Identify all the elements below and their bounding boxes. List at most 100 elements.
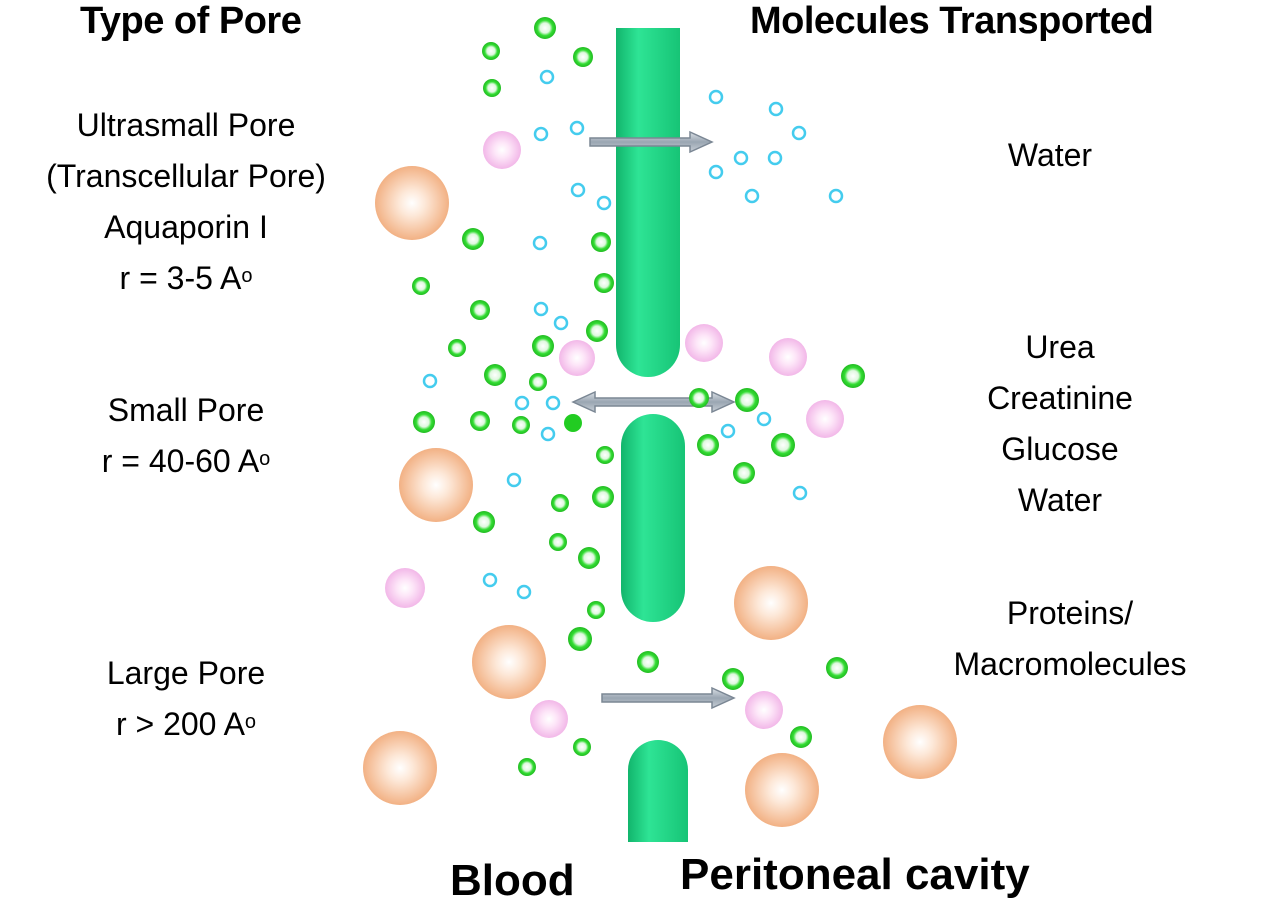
blue-particle (733, 150, 749, 166)
blue-particle (506, 472, 522, 488)
large-pore-label: Large Pore r > 200 Ao (0, 648, 372, 750)
green-particle (573, 47, 593, 67)
ultrasmall-pore-name: Ultrasmall Pore (76, 107, 296, 143)
large-pore-radius: r > 200 Ao (115, 706, 257, 742)
pink-particle (385, 568, 425, 608)
molecule-proteins: Proteins/ (1006, 595, 1134, 631)
large-pore-arrow (601, 686, 736, 710)
blue-particle (828, 188, 844, 204)
blue-particle (533, 126, 549, 142)
membrane-segment-middle (621, 414, 685, 622)
green-particle (637, 651, 659, 673)
green-particle (592, 486, 614, 508)
pink-particle (483, 131, 521, 169)
peach-particle (375, 166, 449, 240)
peach-particle (745, 753, 819, 827)
blue-particle (792, 485, 808, 501)
green-particle (594, 273, 614, 293)
ultrasmall-pore-alt-name: (Transcellular Pore) (46, 158, 326, 194)
green-particle (596, 446, 614, 464)
green-particle (512, 416, 530, 434)
large-pore-name: Large Pore (106, 655, 266, 691)
blue-particle (533, 301, 549, 317)
membrane (616, 28, 688, 842)
green-particle (470, 411, 490, 431)
green-particle (484, 364, 506, 386)
membrane-segment-bottom (628, 740, 688, 842)
blue-particle (720, 423, 736, 439)
green-particle (573, 738, 591, 756)
ultrasmall-molecules-label: Water (930, 130, 1170, 181)
pink-particle (745, 691, 783, 729)
molecules-transported-heading: Molecules Transported (750, 0, 1154, 42)
green-particle (587, 601, 605, 619)
blue-particle (532, 235, 548, 251)
blue-particle (768, 101, 784, 117)
blue-particle (791, 125, 807, 141)
small-pore-label: Small Pore r = 40-60 Ao (0, 385, 372, 487)
green-particle (841, 364, 865, 388)
green-particle (470, 300, 490, 320)
blue-particle (570, 182, 586, 198)
blue-particle (516, 584, 532, 600)
molecule-water: Water (1007, 137, 1093, 173)
peach-particle (883, 705, 957, 779)
large-molecules-label: Proteins/ Macromolecules (900, 588, 1240, 690)
ultrasmall-pore-arrow (589, 130, 714, 154)
green-particle (733, 462, 755, 484)
green-particle (697, 434, 719, 456)
small-pore-arrow (571, 390, 736, 414)
green-particle (735, 388, 759, 412)
green-particle (578, 547, 600, 569)
pink-particle (559, 340, 595, 376)
pink-particle (685, 324, 723, 362)
green-particle (722, 668, 744, 690)
green-particle (549, 533, 567, 551)
green-particle (826, 657, 848, 679)
peritoneal-cavity-label: Peritoneal cavity (680, 850, 1030, 899)
green-particle (551, 494, 569, 512)
small-pore-name: Small Pore (107, 392, 265, 428)
green-particle (586, 320, 608, 342)
particles (363, 17, 957, 827)
blue-particle (744, 188, 760, 204)
ultrasmall-pore-protein: Aquaporin I (104, 209, 268, 245)
green-particle (534, 17, 556, 39)
green-particle (529, 373, 547, 391)
peach-particle (363, 731, 437, 805)
blue-particle (708, 164, 724, 180)
green-particle (412, 277, 430, 295)
transport-arrows (571, 130, 736, 710)
green-particle (771, 433, 795, 457)
green-particle (568, 627, 592, 651)
blue-particle (539, 69, 555, 85)
green-particle (518, 758, 536, 776)
blue-particle (596, 195, 612, 211)
ultrasmall-pore-label: Ultrasmall Pore (Transcellular Pore) Aqu… (0, 100, 372, 304)
green-particle (591, 232, 611, 252)
pink-particle (769, 338, 807, 376)
blue-particle (553, 315, 569, 331)
type-of-pore-heading: Type of Pore (80, 0, 302, 42)
pink-particle (806, 400, 844, 438)
peach-particle (399, 448, 473, 522)
green-particle (448, 339, 466, 357)
molecule-water-2: Water (1017, 482, 1103, 518)
blue-particle (756, 411, 772, 427)
molecule-urea: Urea (1025, 329, 1095, 365)
green-particle (790, 726, 812, 748)
molecule-glucose: Glucose (1001, 431, 1119, 467)
blue-particle (514, 395, 530, 411)
green-particle (483, 79, 501, 97)
green-particle (462, 228, 484, 250)
peach-particle (472, 625, 546, 699)
blue-particle (545, 395, 561, 411)
green-particle (413, 411, 435, 433)
blue-particle (540, 426, 556, 442)
pink-particle (530, 700, 568, 738)
blue-particle (422, 373, 438, 389)
blood-side-label: Blood (450, 856, 575, 905)
blue-particle (569, 120, 585, 136)
